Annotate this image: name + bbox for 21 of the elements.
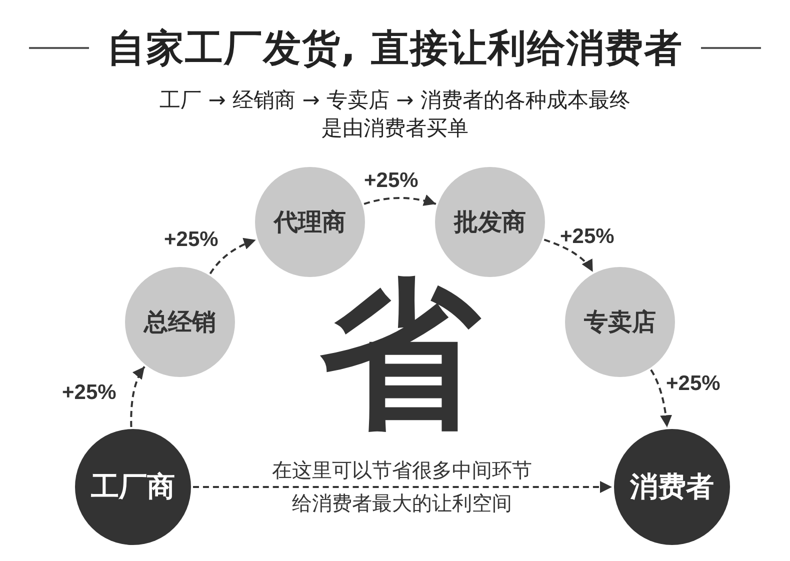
stage-name: 代理商 (274, 207, 346, 238)
stage-name: 消费者 (630, 469, 714, 505)
edge-label: +25% (364, 169, 418, 193)
dashed-arrow (209, 238, 256, 274)
dashed-arrow (650, 369, 672, 428)
stage-name: 批发商 (454, 207, 526, 238)
edge-label: +25% (62, 381, 116, 405)
edge-label: +25% (560, 225, 614, 249)
edge-label: +25% (666, 372, 720, 396)
big-character: 省 (319, 270, 482, 440)
edge-label: 在这里可以节省很多中间环节给消费者最大的让利空间 (271, 457, 533, 517)
stage-name: 专卖店 (584, 307, 656, 338)
dashed-arrow (544, 238, 594, 272)
title: 自家工厂发货, 直接让利给消费者 (107, 24, 683, 72)
edge-label: +25% (164, 228, 218, 252)
subtitle: 工厂 → 经销商 → 专卖店 → 消费者的各种成本最终是由消费者买单 (158, 87, 632, 142)
dashed-arrow (130, 366, 146, 428)
dashed-arrow (193, 481, 612, 493)
dashed-arrow (364, 194, 436, 206)
stage-name: 工厂商 (91, 469, 175, 505)
stage-name: 总经销 (144, 307, 216, 338)
